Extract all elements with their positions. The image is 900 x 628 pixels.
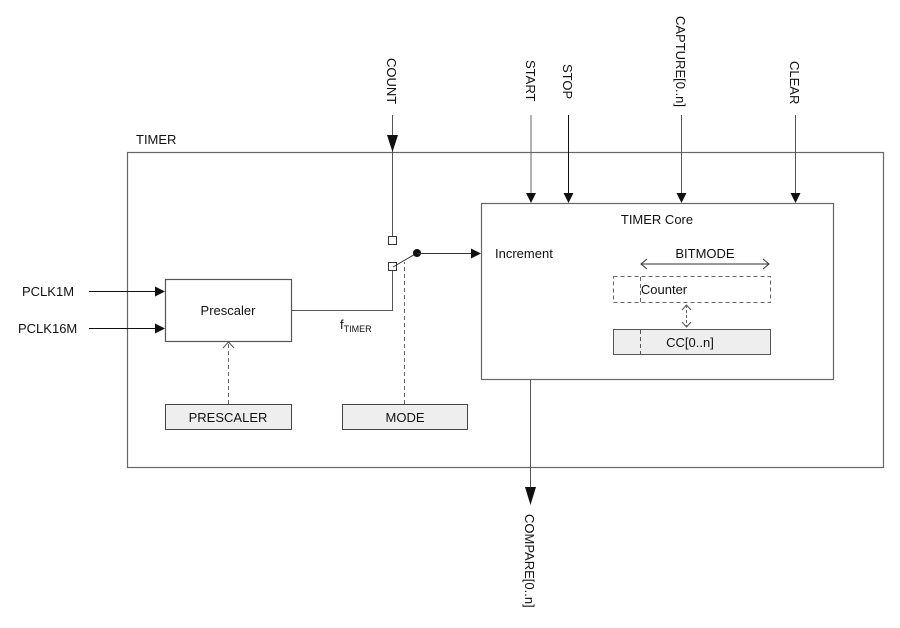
mode-register-label: MODE [386,410,425,425]
ftimer-subscript: TIMER [344,324,372,334]
prescaler-config-arrowhead [222,341,235,349]
cc-register-box [613,329,771,355]
bitmode-arrowhead-right [762,258,770,270]
mux-switch-arm [392,252,418,268]
clear-label: CLEAR [787,61,802,104]
bitmode-label: BITMODE [675,246,735,261]
ftimer-line [291,270,393,311]
capture-label: CAPTURE[0..n] [673,16,688,107]
count-label: COUNT [384,58,399,104]
compare-arrowhead [525,487,536,505]
counter-cc-arrowhead-down [681,321,692,328]
timer-core-box [480,202,835,381]
compare-label: COMPARE[0..n] [522,514,537,608]
counter-box [613,276,771,303]
ftimer-f: f [340,317,344,332]
pclk1m-label: PCLK1M [22,284,74,299]
mux-terminal-ftimer [388,262,397,271]
counter-label: Counter [641,282,688,297]
prescaler-register [165,404,292,430]
prescaler-block-label: Prescaler [201,303,257,318]
mode-register [342,404,468,430]
timer-outer-box [126,151,885,469]
pclk16m-label: PCLK16M [18,321,77,336]
stop-label: STOP [560,64,575,99]
prescaler-block [164,278,293,343]
prescaler-register-label: PRESCALER [189,410,268,425]
mux-terminal-count [388,236,397,245]
ftimer-label: fTIMER [340,317,372,334]
bitmode-arrowhead-left [640,258,648,270]
cc-label: CC[0..n] [666,335,714,350]
counter-cc-arrowhead-up [681,304,692,311]
start-label: START [523,60,538,101]
timer-core-title: TIMER Core [621,212,693,227]
count-arrowhead [387,135,398,152]
timer-title: TIMER [136,132,176,147]
increment-label: Increment [495,246,553,261]
